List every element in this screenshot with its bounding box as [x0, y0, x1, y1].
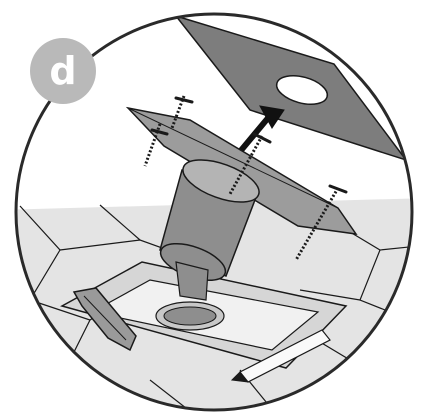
step-badge: d	[30, 38, 96, 104]
drain-hole-inner	[164, 307, 216, 325]
step-badge-label: d	[49, 49, 76, 93]
